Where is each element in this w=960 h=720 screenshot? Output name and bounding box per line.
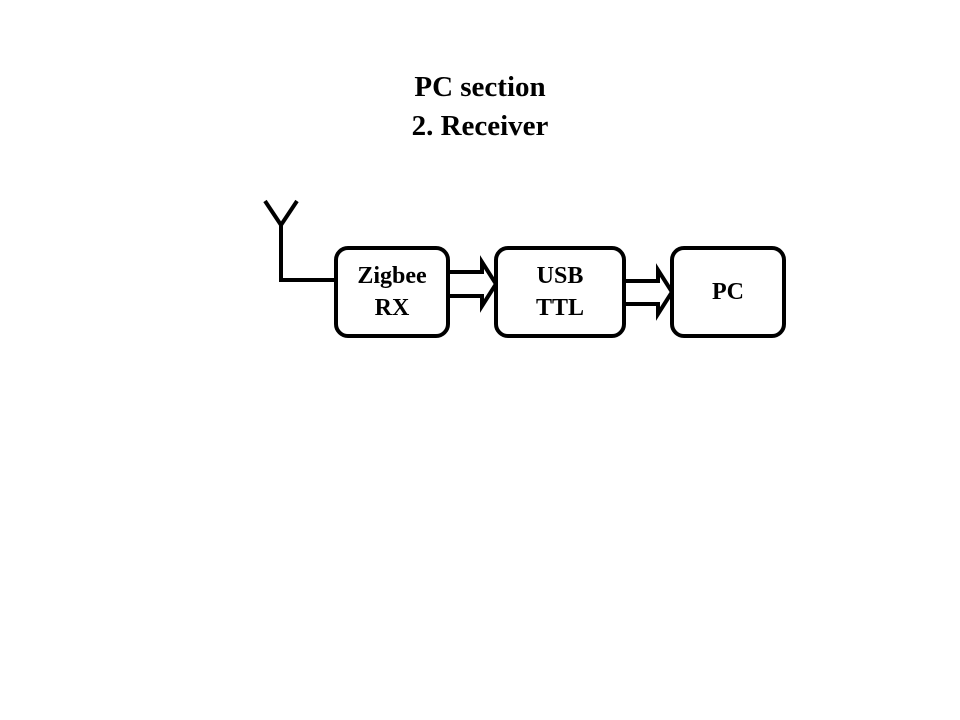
diagram-subtitle: 2. Receiver bbox=[411, 110, 549, 142]
block-label: USB bbox=[536, 263, 584, 289]
usb-ttl-block: USB TTL bbox=[494, 246, 626, 338]
block-label: Zigbee bbox=[357, 263, 427, 289]
arrow-usb-to-pc bbox=[620, 263, 675, 321]
antenna-icon bbox=[263, 199, 338, 282]
block-label: TTL bbox=[535, 295, 585, 321]
block-label: RX bbox=[374, 295, 410, 321]
zigbee-rx-block: Zigbee RX bbox=[334, 246, 450, 338]
diagram-title: PC section bbox=[414, 71, 546, 103]
arrow-zigbee-to-usb bbox=[444, 255, 499, 313]
block-label: PC bbox=[712, 279, 744, 305]
pc-block: PC bbox=[670, 246, 786, 338]
